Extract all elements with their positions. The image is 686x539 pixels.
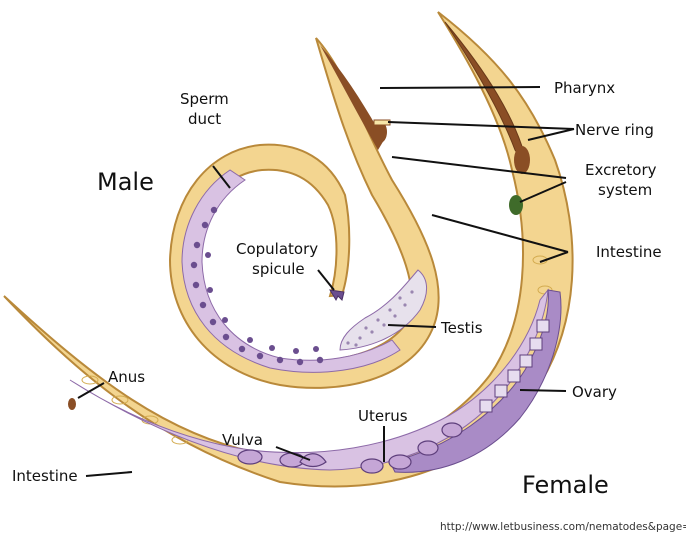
- pharynx-leader: [380, 87, 540, 88]
- label-pharynx: Pharynx: [554, 79, 615, 97]
- label-testis: Testis: [440, 319, 483, 337]
- copulatory-leader: [318, 270, 334, 290]
- nerve-ring-leader-1: [388, 122, 574, 129]
- intestine-left-leader: [86, 472, 132, 476]
- label-female: Female: [522, 471, 609, 499]
- label-intestine-right: Intestine: [596, 243, 662, 261]
- label-excretory-line2: system: [598, 181, 652, 199]
- label-male: Male: [97, 168, 154, 196]
- anus-leader: [78, 383, 104, 398]
- male-nerve-ring: [374, 120, 390, 125]
- label-copulatory-line1: Copulatory: [236, 240, 318, 258]
- ovary-leader: [520, 390, 566, 391]
- label-sperm-duct-line1: Sperm: [180, 90, 229, 108]
- label-copulatory-line2: spicule: [252, 260, 305, 278]
- label-excretory-line1: Excretory: [585, 161, 657, 179]
- label-vulva: Vulva: [222, 431, 263, 449]
- label-ovary: Ovary: [572, 383, 617, 401]
- label-nerve-ring: Nerve ring: [575, 121, 654, 139]
- label-intestine-left: Intestine: [12, 467, 78, 485]
- anus-structure: [68, 398, 76, 410]
- label-uterus: Uterus: [358, 407, 408, 425]
- female-pharynx-bulb: [514, 146, 530, 174]
- label-anus: Anus: [108, 368, 145, 386]
- excretory-spot: [509, 195, 523, 215]
- label-sperm-duct-line2: duct: [188, 110, 221, 128]
- source-url: http://www.letbusiness.com/nematodes&pag…: [440, 521, 686, 533]
